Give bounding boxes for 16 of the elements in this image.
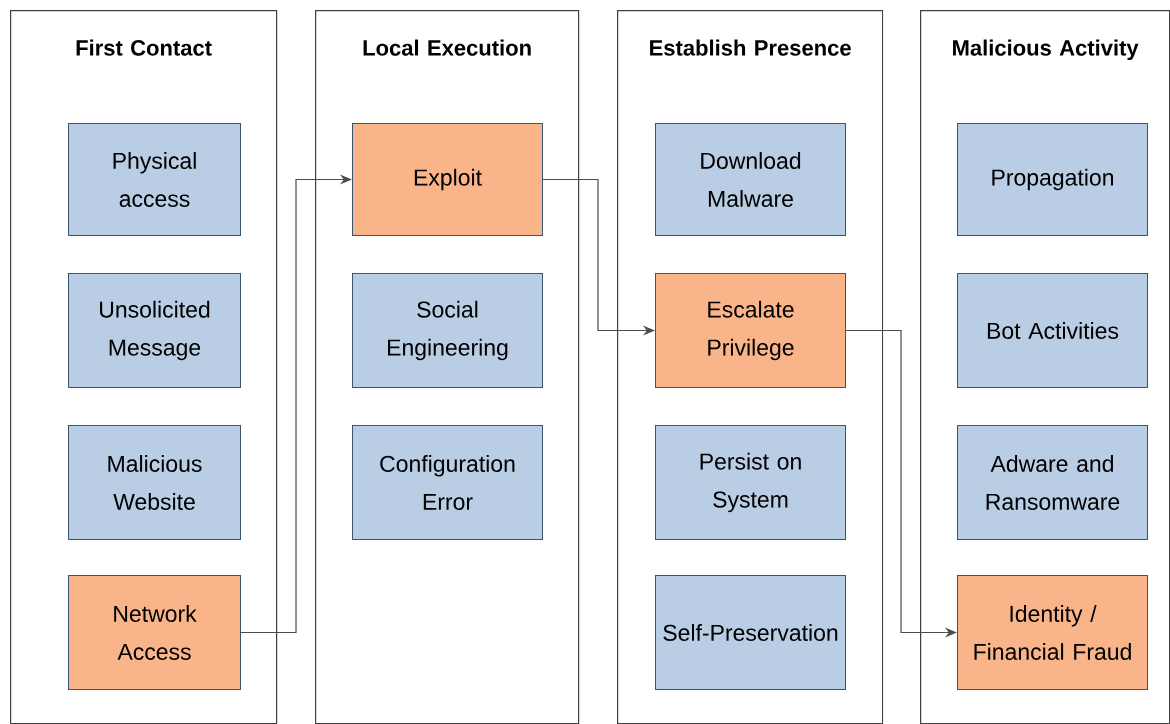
- process-box: Self-Preservation: [655, 575, 846, 690]
- process-box: Network Access: [68, 575, 241, 690]
- process-box: Adware and Ransomware: [957, 425, 1148, 540]
- process-box: Physical access: [68, 123, 241, 236]
- process-box: Escalate Privilege: [655, 273, 846, 388]
- process-box: Configuration Error: [352, 425, 543, 540]
- process-box: Unsolicited Message: [68, 273, 241, 388]
- connector-arrow: [240, 174, 352, 634]
- process-box: Social Engineering: [352, 273, 543, 388]
- process-box: Exploit: [352, 123, 543, 236]
- process-box: Download Malware: [655, 123, 846, 236]
- process-box: Bot Activities: [957, 273, 1148, 388]
- process-box: Identity / Financial Fraud: [957, 575, 1148, 690]
- process-box: Malicious Website: [68, 425, 241, 540]
- process-box: Propagation: [957, 123, 1148, 236]
- process-box: Persist on System: [655, 425, 846, 540]
